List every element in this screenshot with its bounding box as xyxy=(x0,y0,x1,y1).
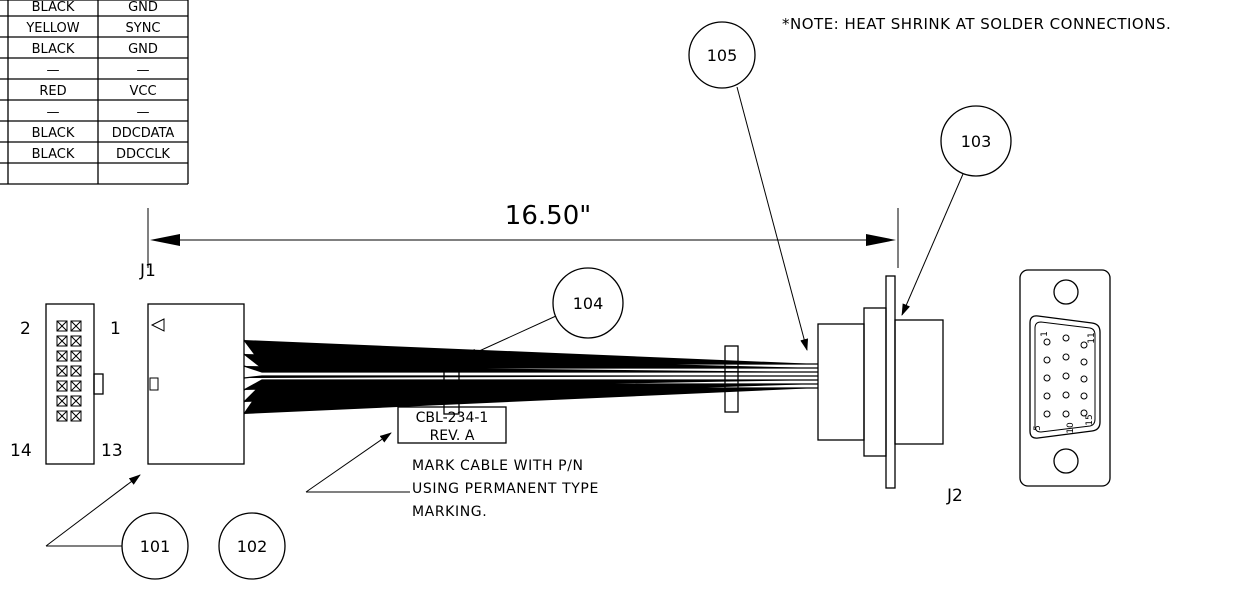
table-row-7-color: BLACK xyxy=(32,126,75,141)
cable-revision: REV. A xyxy=(430,428,475,444)
callout-102: 102 xyxy=(218,512,286,580)
cable-label-tag: CBL-234-1 REV. A xyxy=(397,406,507,444)
table-row-1-color: BLACK xyxy=(32,0,75,15)
table-row-6-signal: — xyxy=(137,105,150,120)
marking-note-line-3: MARKING. xyxy=(412,504,487,520)
callout-101-label: 101 xyxy=(140,537,171,556)
table-row-3-color: BLACK xyxy=(32,42,75,57)
dsub-pin-15-label: 15 xyxy=(1085,414,1095,425)
table-row-5-color: RED xyxy=(39,84,66,99)
table-row-4-color: — xyxy=(47,63,60,78)
table-row-1-signal: GND xyxy=(128,0,158,15)
table-row-2-signal: SYNC xyxy=(126,21,161,36)
marking-note: MARK CABLE WITH P/N USING PERMANENT TYPE… xyxy=(305,432,599,520)
j1-label: J1 xyxy=(139,261,156,281)
marking-note-line-2: USING PERMANENT TYPE xyxy=(412,481,599,497)
heat-shrink-note: *NOTE: HEAT SHRINK AT SOLDER CONNECTIONS… xyxy=(782,15,1171,33)
table-row-3-signal: GND xyxy=(128,42,158,57)
wire-table: BLACK GND YELLOW SYNC BLACK GND — — RED … xyxy=(0,0,189,185)
header-pin-13-label: 13 xyxy=(101,441,123,461)
table-row-7-signal: DDCDATA xyxy=(112,126,175,141)
dimension-label: 16.50" xyxy=(505,201,591,231)
header-pin-14-label: 14 xyxy=(10,441,32,461)
callout-105-label: 105 xyxy=(707,46,738,65)
j1-connector xyxy=(147,303,245,465)
callout-105: 105 xyxy=(688,21,809,351)
dsub-pin-1-label: 1 xyxy=(1040,331,1050,337)
dsub-pin-5-label: 5 xyxy=(1033,425,1043,431)
table-row-4-signal: — xyxy=(137,63,150,78)
cable-part-number: CBL-234-1 xyxy=(416,410,489,426)
callout-104-label: 104 xyxy=(573,294,604,313)
header-pin-2-label: 2 xyxy=(20,319,31,339)
cable-bundle xyxy=(243,339,818,415)
dsub-pin-holes xyxy=(1043,334,1088,418)
dsub-pin-11-label: 11 xyxy=(1087,332,1097,343)
table-row-8-signal: DDCCLK xyxy=(116,147,170,162)
table-row-6-color: — xyxy=(47,105,60,120)
callout-104: 104 xyxy=(465,267,624,358)
dsub-pin-10-label: 10 xyxy=(1066,422,1076,434)
header-pin-1-label: 1 xyxy=(110,319,121,339)
pin-header-end-view: 2 1 14 13 xyxy=(10,303,123,465)
marking-note-line-1: MARK CABLE WITH P/N xyxy=(412,458,584,474)
j2-label: J2 xyxy=(946,486,963,506)
dsub-face-view: 1 5 10 11 15 xyxy=(1019,269,1111,487)
j2-connector xyxy=(817,275,944,489)
table-row-5-signal: VCC xyxy=(129,84,156,99)
callout-102-label: 102 xyxy=(237,537,268,556)
callout-103-label: 103 xyxy=(961,132,992,151)
table-row-2-color: YELLOW xyxy=(25,21,79,36)
table-row-8-color: BLACK xyxy=(32,147,75,162)
length-dimension: 16.50" xyxy=(147,201,899,268)
header-pin-grid xyxy=(56,320,82,422)
callout-101: 101 xyxy=(45,474,189,580)
label-sleeve xyxy=(443,353,460,415)
callout-103: 103 xyxy=(901,105,1012,316)
heat-shrink-sleeve xyxy=(724,345,739,413)
